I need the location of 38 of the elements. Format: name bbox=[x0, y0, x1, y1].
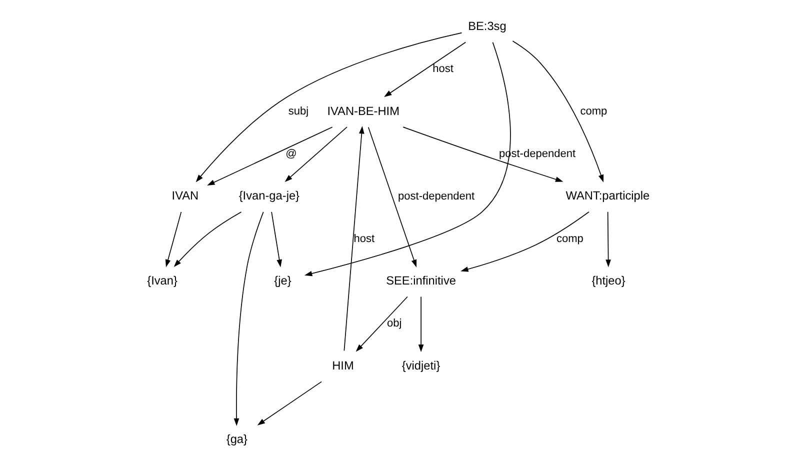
arrow bbox=[343, 126, 364, 352]
node-text: {Ivan-ga-je} bbox=[238, 188, 300, 203]
node-text: {Ivan} bbox=[146, 274, 177, 288]
node-text: {vidjeti} bbox=[401, 358, 440, 372]
node-text: {je} bbox=[274, 274, 291, 288]
arrow bbox=[605, 212, 610, 268]
edge-label: host bbox=[432, 63, 454, 76]
node-text: SEE:infinitive bbox=[386, 274, 456, 288]
arrow bbox=[173, 212, 242, 268]
arrow bbox=[256, 381, 322, 426]
node-text: WANT:participle bbox=[565, 188, 650, 203]
edge-label: post-dependent bbox=[398, 190, 474, 202]
node-text: HIM bbox=[332, 358, 354, 372]
arrow bbox=[233, 212, 264, 426]
node-text: {htjeo} bbox=[591, 274, 625, 288]
arrow bbox=[418, 296, 424, 352]
arrow bbox=[284, 126, 347, 182]
edge-label: host bbox=[353, 232, 374, 245]
node-text: {ga} bbox=[226, 432, 248, 446]
node-text: IVAN bbox=[171, 188, 198, 203]
arrow bbox=[195, 32, 462, 182]
arrow bbox=[512, 40, 604, 182]
edge-label: subj bbox=[288, 106, 308, 118]
arrow bbox=[304, 42, 510, 276]
edge-label: comp bbox=[556, 232, 583, 245]
arrow bbox=[384, 42, 466, 98]
edge-label: @ bbox=[285, 148, 296, 160]
node-text: IVAN-BE-HIM bbox=[326, 104, 399, 118]
arrow bbox=[402, 126, 563, 182]
arrow bbox=[270, 212, 282, 268]
arrow bbox=[164, 212, 182, 268]
edge-label: comp bbox=[580, 106, 607, 118]
arrow bbox=[355, 296, 408, 352]
node-text: BE:3sg bbox=[468, 19, 506, 34]
arrow bbox=[460, 211, 589, 272]
arrow bbox=[367, 126, 416, 268]
edge-label: obj bbox=[386, 318, 402, 330]
arrow bbox=[206, 126, 332, 186]
